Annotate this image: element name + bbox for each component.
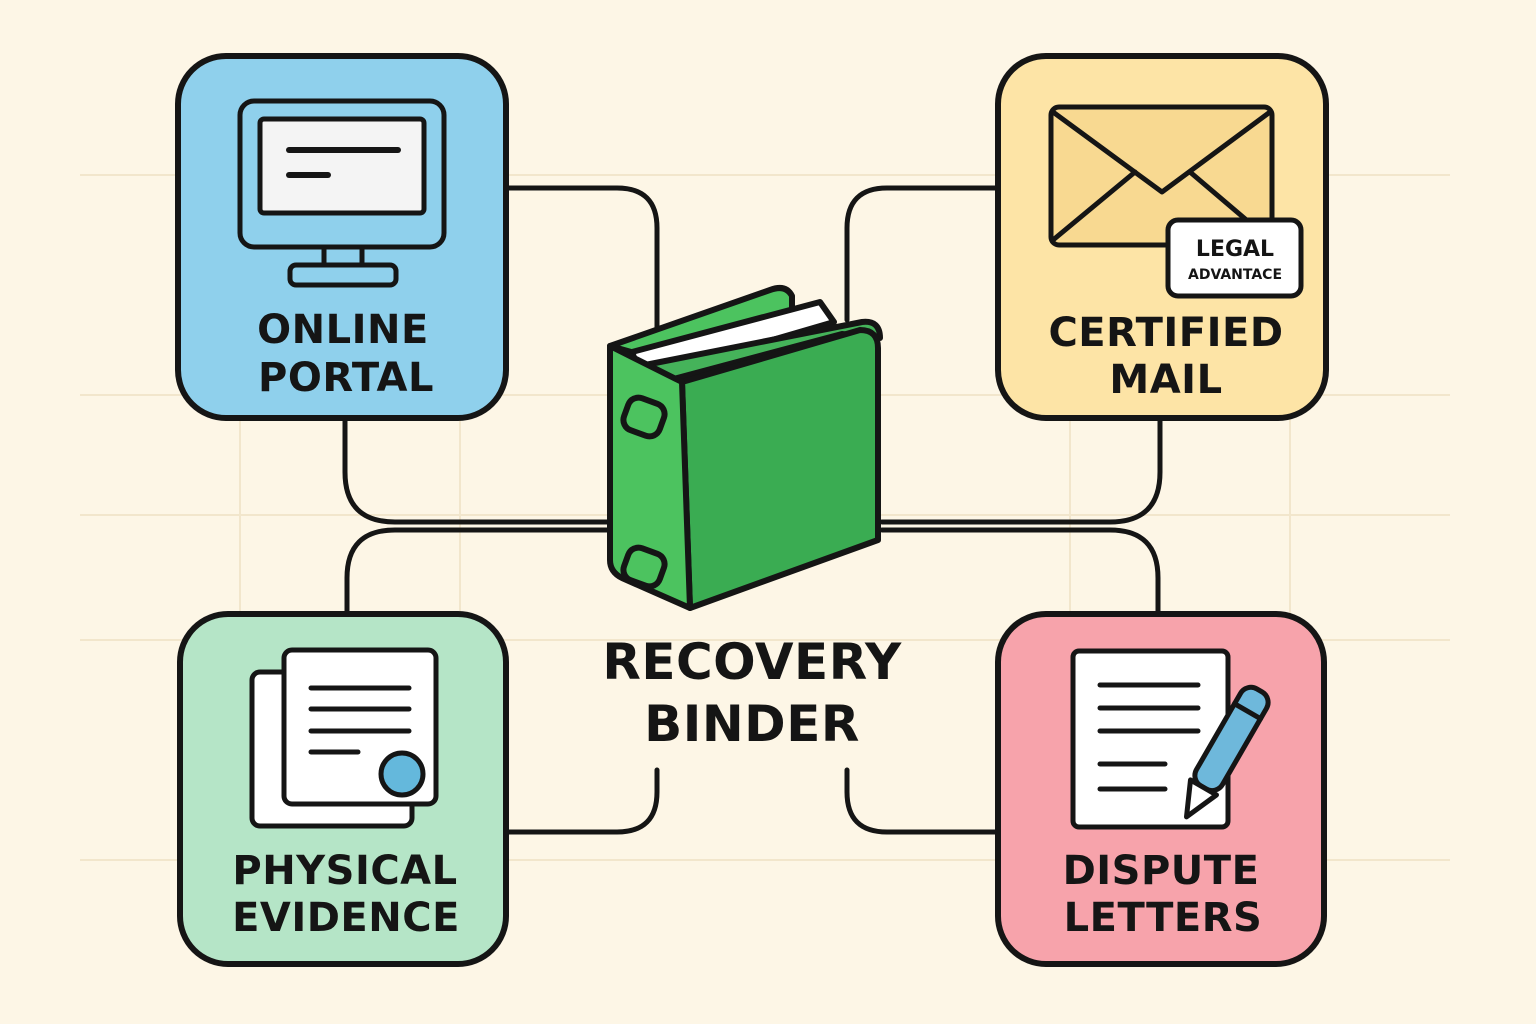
node-online-portal-label-1: ONLINE (257, 307, 429, 353)
node-physical-evidence-label-2: EVIDENCE (232, 895, 460, 941)
connector-letters-bottom (844, 767, 998, 835)
center-label-1: RECOVERY (602, 633, 902, 691)
node-online-portal[interactable]: ONLINE PORTAL (175, 53, 509, 421)
node-dispute-letters-label-2: LETTERS (1064, 895, 1263, 941)
legal-badge: LEGAL ADVANTACE (1165, 217, 1304, 299)
connector-portal-bottom (342, 417, 615, 525)
node-online-portal-label-2: PORTAL (258, 355, 434, 401)
connector-evidence-bottom (502, 767, 660, 835)
node-physical-evidence[interactable]: PHYSICAL EVIDENCE (177, 611, 509, 967)
connector-portal-top (502, 185, 660, 333)
connector-evidence-top (344, 527, 615, 615)
letter-pen-icon (1070, 648, 1271, 830)
envelope-icon (1048, 104, 1275, 248)
monitor-icon (237, 98, 447, 288)
node-dispute-letters[interactable]: DISPUTE LETTERS (995, 611, 1327, 967)
documents-icon (249, 647, 439, 829)
legal-badge-line-1: LEGAL (1196, 237, 1274, 262)
node-physical-evidence-label-1: PHYSICAL (232, 848, 457, 894)
center-label-2: BINDER (644, 695, 860, 753)
node-dispute-letters-label-1: DISPUTE (1063, 848, 1260, 894)
connector-lines (342, 185, 1163, 835)
node-certified-mail[interactable]: LEGAL ADVANTACE CERTIFIED MAIL (995, 53, 1329, 421)
connector-mail-top (844, 185, 998, 323)
binder-icon (607, 285, 883, 611)
node-certified-mail-label-1: CERTIFIED (1048, 310, 1283, 356)
node-certified-mail-label-2: MAIL (1109, 357, 1222, 403)
connector-mail-bottom (879, 417, 1163, 525)
legal-badge-line-2: ADVANTACE (1188, 267, 1282, 283)
connector-letters-top (879, 527, 1161, 615)
center-recovery-binder[interactable]: RECOVERY BINDER (602, 285, 902, 753)
